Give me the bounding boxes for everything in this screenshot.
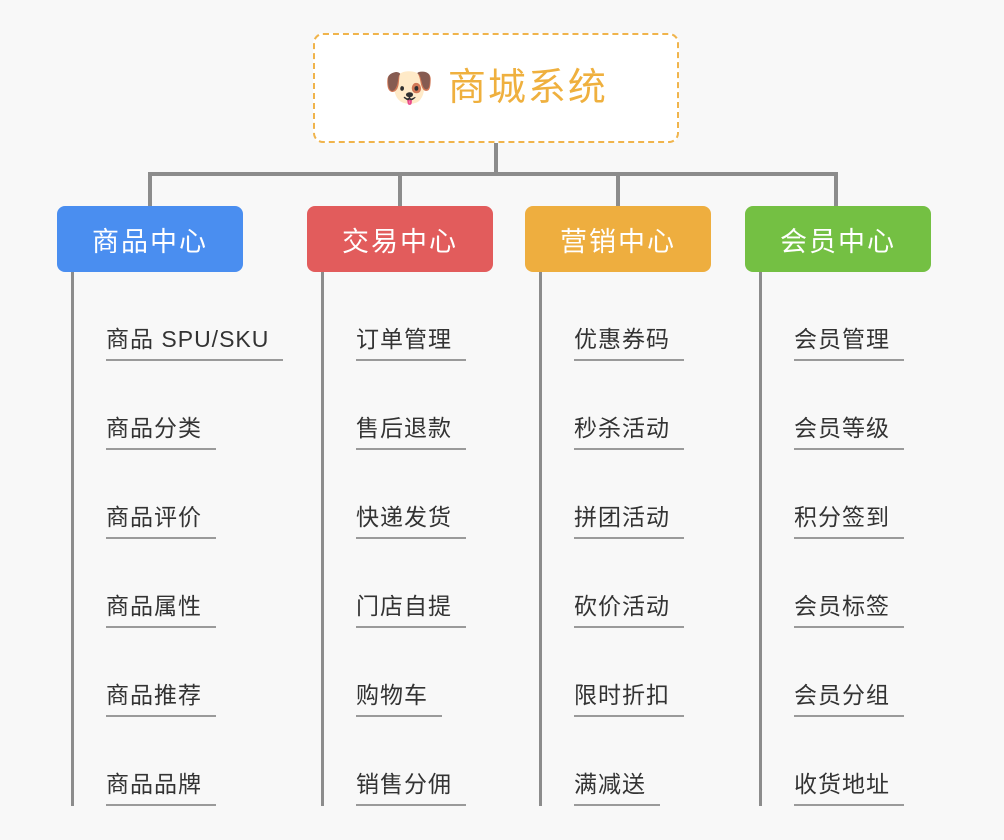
leaf-item-label: 拼团活动 — [574, 504, 684, 539]
leaf-item[interactable]: 拼团活动 — [542, 450, 711, 539]
leaf-item-label: 购物车 — [356, 682, 442, 717]
leaf-item-label: 收货地址 — [794, 771, 904, 806]
leaf-item[interactable]: 收货地址 — [762, 717, 931, 806]
leaf-item-label: 销售分佣 — [356, 771, 466, 806]
connector-drop-branch-3 — [616, 172, 620, 208]
leaf-item[interactable]: 订单管理 — [324, 272, 493, 361]
branch-header-trade-center[interactable]: 交易中心 — [307, 206, 493, 272]
root-node[interactable]: 🐶 商城系统 — [313, 33, 679, 143]
branch-header-label: 商品中心 — [92, 226, 208, 257]
leaf-item[interactable]: 优惠券码 — [542, 272, 711, 361]
branch-product-center: 商品中心 商品 SPU/SKU 商品分类 商品评价 商品属性 商品推荐 商品品牌 — [57, 206, 284, 806]
leaf-item-label: 会员分组 — [794, 682, 904, 717]
leaf-item[interactable]: 商品分类 — [74, 361, 283, 450]
connector-drop-branch-1 — [148, 172, 152, 208]
leaf-item[interactable]: 砍价活动 — [542, 539, 711, 628]
leaf-item-label: 限时折扣 — [574, 682, 684, 717]
connector-root-stem — [494, 143, 498, 175]
leaf-item-label: 满减送 — [574, 771, 660, 806]
leaf-item-label: 门店自提 — [356, 593, 466, 628]
leaf-item-label: 会员等级 — [794, 415, 904, 450]
leaf-item-label: 快递发货 — [356, 504, 466, 539]
leaf-item[interactable]: 商品评价 — [74, 450, 283, 539]
connector-horizontal-bus — [148, 172, 838, 176]
connector-drop-branch-2 — [398, 172, 402, 208]
leaf-item[interactable]: 会员标签 — [762, 539, 931, 628]
leaf-item[interactable]: 商品 SPU/SKU — [74, 272, 284, 361]
leaf-item[interactable]: 会员等级 — [762, 361, 931, 450]
leaf-item[interactable]: 秒杀活动 — [542, 361, 711, 450]
branch-header-label: 会员中心 — [780, 226, 896, 257]
leaf-list-marketing-center: 优惠券码 秒杀活动 拼团活动 砍价活动 限时折扣 满减送 — [539, 272, 711, 806]
branch-header-label: 营销中心 — [560, 226, 676, 257]
leaf-item-label: 商品推荐 — [106, 682, 216, 717]
leaf-item[interactable]: 商品属性 — [74, 539, 283, 628]
leaf-item-label: 商品评价 — [106, 504, 216, 539]
leaf-item-label: 商品 SPU/SKU — [106, 326, 284, 361]
branch-header-label: 交易中心 — [342, 226, 458, 257]
leaf-item-label: 售后退款 — [356, 415, 466, 450]
leaf-item[interactable]: 商品品牌 — [74, 717, 283, 806]
leaf-list-trade-center: 订单管理 售后退款 快递发货 门店自提 购物车 销售分佣 — [321, 272, 493, 806]
leaf-item-label: 会员管理 — [794, 326, 904, 361]
leaf-item[interactable]: 售后退款 — [324, 361, 493, 450]
shiba-dog-face-emoji-icon: 🐶 — [384, 66, 434, 110]
root-node-title: 商城系统 — [447, 67, 608, 109]
leaf-item[interactable]: 会员管理 — [762, 272, 931, 361]
connector-drop-branch-4 — [834, 172, 838, 208]
branch-member-center: 会员中心 会员管理 会员等级 积分签到 会员标签 会员分组 收货地址 — [745, 206, 931, 806]
leaf-item[interactable]: 购物车 — [324, 628, 493, 717]
leaf-item-label: 商品属性 — [106, 593, 216, 628]
branch-marketing-center: 营销中心 优惠券码 秒杀活动 拼团活动 砍价活动 限时折扣 满减送 — [525, 206, 711, 806]
leaf-item-label: 商品品牌 — [106, 771, 216, 806]
leaf-item-label: 秒杀活动 — [574, 415, 684, 450]
leaf-item-label: 商品分类 — [106, 415, 216, 450]
leaf-item[interactable]: 快递发货 — [324, 450, 493, 539]
leaf-list-member-center: 会员管理 会员等级 积分签到 会员标签 会员分组 收货地址 — [759, 272, 931, 806]
leaf-item-label: 积分签到 — [794, 504, 904, 539]
leaf-item[interactable]: 门店自提 — [324, 539, 493, 628]
leaf-item-label: 砍价活动 — [574, 593, 684, 628]
leaf-list-product-center: 商品 SPU/SKU 商品分类 商品评价 商品属性 商品推荐 商品品牌 — [71, 272, 284, 806]
leaf-item[interactable]: 销售分佣 — [324, 717, 493, 806]
branch-header-member-center[interactable]: 会员中心 — [745, 206, 931, 272]
leaf-item-label: 会员标签 — [794, 593, 904, 628]
leaf-item[interactable]: 满减送 — [542, 717, 711, 806]
leaf-item[interactable]: 会员分组 — [762, 628, 931, 717]
leaf-item[interactable]: 限时折扣 — [542, 628, 711, 717]
leaf-item[interactable]: 商品推荐 — [74, 628, 283, 717]
branch-header-product-center[interactable]: 商品中心 — [57, 206, 243, 272]
leaf-item-label: 优惠券码 — [574, 326, 684, 361]
leaf-item[interactable]: 积分签到 — [762, 450, 931, 539]
leaf-item-label: 订单管理 — [356, 326, 466, 361]
branch-trade-center: 交易中心 订单管理 售后退款 快递发货 门店自提 购物车 销售分佣 — [307, 206, 493, 806]
branch-header-marketing-center[interactable]: 营销中心 — [525, 206, 711, 272]
